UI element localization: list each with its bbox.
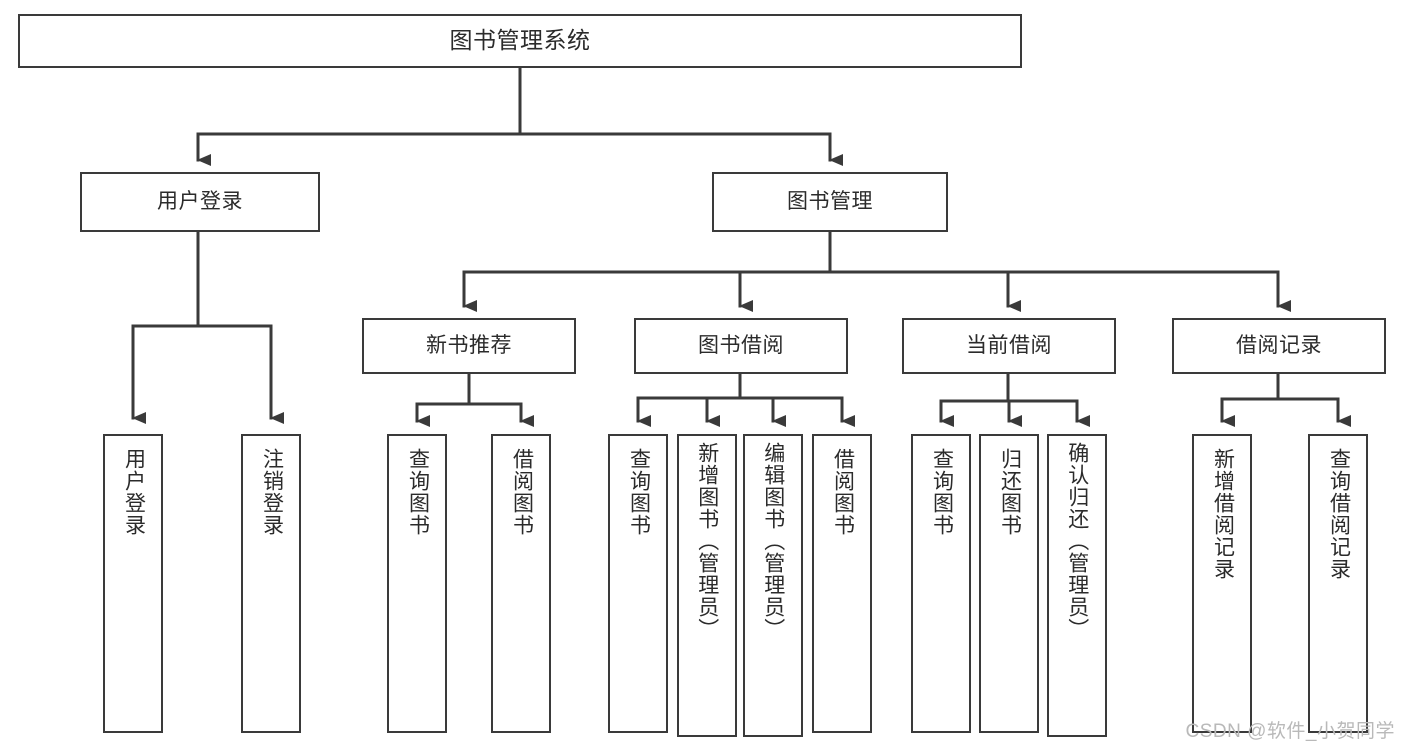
leaf-borrow-book-1[interactable]: 借阅图书	[491, 434, 551, 733]
leaf-add-record-label: 新增借阅记录	[1211, 448, 1235, 580]
node-borrow-record-label: 借阅记录	[1236, 333, 1322, 357]
leaf-edit-book-label: 编辑图书（管理员）	[761, 442, 785, 640]
leaf-confirm-return[interactable]: 确认归还（管理员）	[1047, 434, 1107, 737]
leaf-return-book-label: 归还图书	[998, 448, 1022, 536]
leaf-query-book-2-label: 查询图书	[627, 448, 651, 536]
leaf-logout-label: 注销登录	[260, 448, 284, 536]
leaf-query-record-label: 查询借阅记录	[1327, 448, 1351, 580]
node-new-book-recommend[interactable]: 新书推荐	[362, 318, 576, 374]
leaf-borrow-book-1-label: 借阅图书	[510, 448, 534, 536]
node-book-management-label: 图书管理	[787, 189, 873, 213]
node-book-borrow-label: 图书借阅	[698, 333, 784, 357]
node-current-borrow[interactable]: 当前借阅	[902, 318, 1116, 374]
node-new-book-recommend-label: 新书推荐	[426, 333, 512, 357]
node-root[interactable]: 图书管理系统	[18, 14, 1022, 68]
leaf-add-record[interactable]: 新增借阅记录	[1192, 434, 1252, 733]
node-book-borrow[interactable]: 图书借阅	[634, 318, 848, 374]
leaf-return-book[interactable]: 归还图书	[979, 434, 1039, 733]
node-borrow-record[interactable]: 借阅记录	[1172, 318, 1386, 374]
leaf-query-book-3-label: 查询图书	[930, 448, 954, 536]
node-user-login[interactable]: 用户登录	[80, 172, 320, 232]
node-root-label: 图书管理系统	[449, 27, 591, 54]
leaf-add-book[interactable]: 新增图书（管理员）	[677, 434, 737, 737]
leaf-add-book-label: 新增图书（管理员）	[695, 442, 719, 640]
leaf-user-login[interactable]: 用户登录	[103, 434, 163, 733]
node-current-borrow-label: 当前借阅	[966, 333, 1052, 357]
leaf-edit-book[interactable]: 编辑图书（管理员）	[743, 434, 803, 737]
leaf-query-record[interactable]: 查询借阅记录	[1308, 434, 1368, 733]
leaf-confirm-return-label: 确认归还（管理员）	[1065, 442, 1089, 640]
node-user-login-label: 用户登录	[157, 189, 243, 213]
leaf-query-book-1[interactable]: 查询图书	[387, 434, 447, 733]
leaf-logout[interactable]: 注销登录	[241, 434, 301, 733]
leaf-query-book-1-label: 查询图书	[406, 448, 430, 536]
leaf-borrow-book-2[interactable]: 借阅图书	[812, 434, 872, 733]
csdn-watermark: CSDN @软件_小贺同学	[1185, 721, 1395, 742]
leaf-query-book-2[interactable]: 查询图书	[608, 434, 668, 733]
leaf-user-login-label: 用户登录	[122, 448, 146, 536]
leaf-borrow-book-2-label: 借阅图书	[831, 448, 855, 536]
node-book-management[interactable]: 图书管理	[712, 172, 948, 232]
leaf-query-book-3[interactable]: 查询图书	[911, 434, 971, 733]
